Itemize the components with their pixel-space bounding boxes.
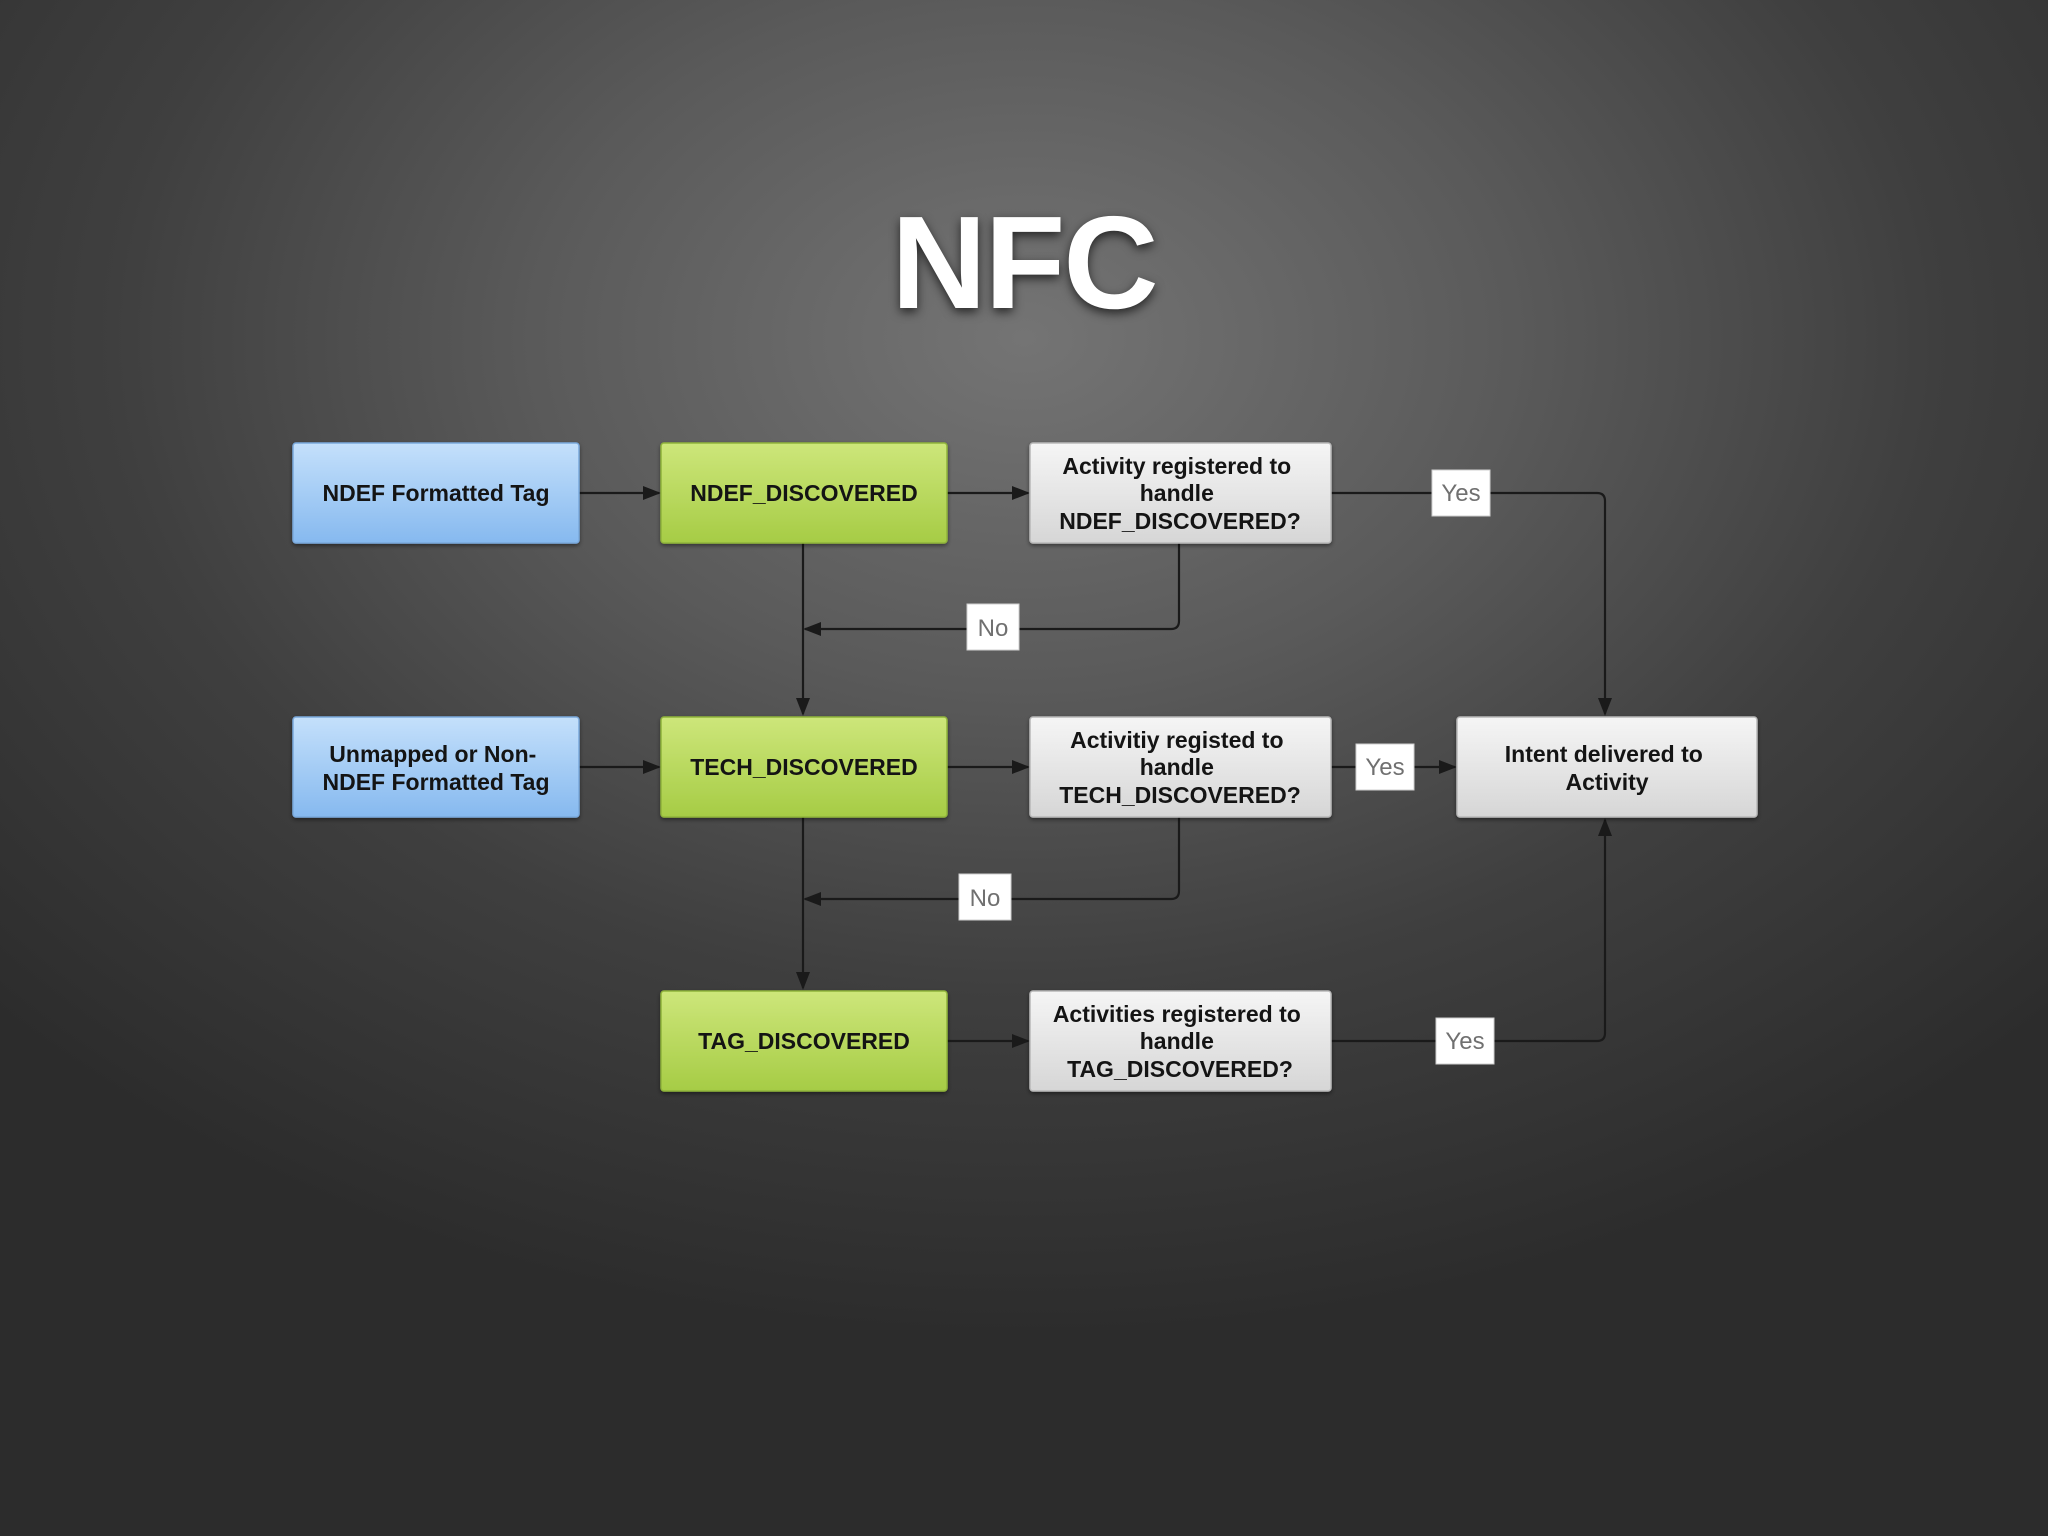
node-tag-question-label: Activities registered to handle TAG_DISC…	[1053, 1001, 1307, 1082]
edge-tech-no-to-trunk	[803, 817, 1181, 906]
edge-ndef-yes-to-intent	[1331, 491, 1612, 716]
node-tech-question-line-1: Activitiy registed to	[1070, 727, 1283, 753]
node-ndef-question: Activity registered to handle NDEF_DISCO…	[1029, 442, 1332, 544]
edge-label-tech-no: No	[958, 873, 1012, 921]
node-tech-discovered-label: TECH_DISCOVERED	[690, 754, 917, 780]
edge-label-ndef-no: No	[966, 603, 1020, 651]
edge-tag-yes-to-intent	[1331, 818, 1612, 1043]
node-tech-question-line-3: TECH_DISCOVERED?	[1059, 782, 1301, 808]
node-ndef-question-line-2: handle	[1140, 480, 1214, 506]
node-unmapped-tag-line-2: NDEF Formatted Tag	[322, 769, 549, 795]
node-ndef-question-line-1: Activity registered to	[1062, 453, 1291, 479]
connectors	[579, 486, 1612, 1048]
node-ndef-formatted-tag: NDEF Formatted Tag	[292, 442, 580, 544]
edge-label-tech-no-text: No	[970, 885, 1001, 912]
node-intent-delivered-line-1: Intent delivered to	[1505, 741, 1703, 767]
node-tech-discovered: TECH_DISCOVERED	[660, 716, 948, 818]
node-ndef-discovered-label: NDEF_DISCOVERED	[690, 480, 917, 506]
edge-label-ndef-no-text: No	[978, 615, 1009, 642]
edge-label-ndef-yes: Yes	[1431, 469, 1491, 517]
node-tag-question: Activities registered to handle TAG_DISC…	[1029, 990, 1332, 1092]
edge-ndef-no-to-trunk	[803, 543, 1181, 636]
node-intent-delivered-label: Intent delivered to Activity	[1505, 741, 1709, 795]
node-intent-delivered-line-2: Activity	[1565, 769, 1648, 795]
node-ndef-discovered: NDEF_DISCOVERED	[660, 442, 948, 544]
edge-label-ndef-yes-text: Yes	[1441, 480, 1480, 507]
node-tag-question-line-3: TAG_DISCOVERED?	[1067, 1056, 1293, 1082]
edge-label-tech-yes: Yes	[1355, 743, 1415, 791]
node-ndef-formatted-tag-label: NDEF Formatted Tag	[322, 480, 549, 506]
node-tag-question-line-2: handle	[1140, 1028, 1214, 1054]
node-intent-delivered: Intent delivered to Activity	[1456, 716, 1758, 818]
node-tech-question: Activitiy registed to handle TECH_DISCOV…	[1029, 716, 1332, 818]
node-unmapped-tag-label: Unmapped or Non- NDEF Formatted Tag	[322, 741, 549, 795]
node-tag-question-line-1: Activities registered to	[1053, 1001, 1301, 1027]
edge-label-tag-yes-text: Yes	[1445, 1028, 1484, 1055]
node-ndef-question-line-3: NDEF_DISCOVERED?	[1059, 508, 1301, 534]
node-tech-question-line-2: handle	[1140, 754, 1214, 780]
edge-label-tech-yes-text: Yes	[1365, 754, 1404, 781]
node-tag-discovered: TAG_DISCOVERED	[660, 990, 948, 1092]
node-unmapped-tag: Unmapped or Non- NDEF Formatted Tag	[292, 716, 580, 818]
edge-label-tag-yes: Yes	[1435, 1017, 1495, 1065]
node-tag-discovered-label: TAG_DISCOVERED	[698, 1028, 910, 1054]
node-tech-question-label: Activitiy registed to handle TECH_DISCOV…	[1059, 727, 1301, 808]
node-unmapped-tag-line-1: Unmapped or Non-	[329, 741, 536, 767]
node-ndef-question-label: Activity registered to handle NDEF_DISCO…	[1059, 453, 1301, 534]
slide-title: NFC	[891, 189, 1158, 336]
